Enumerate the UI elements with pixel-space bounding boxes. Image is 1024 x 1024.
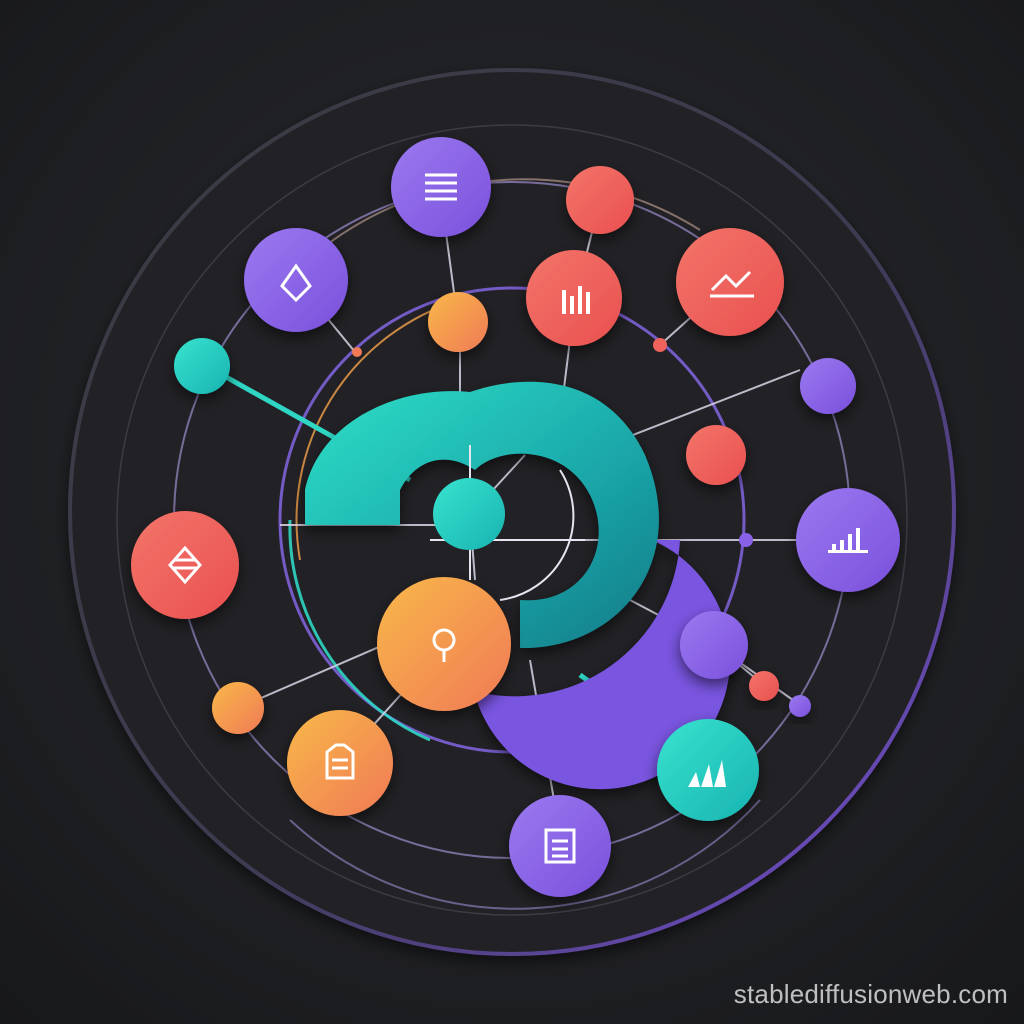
- coral-small-right-node: [686, 425, 746, 485]
- coral-small-top-node: [566, 166, 634, 234]
- purple-list-node: [391, 137, 491, 237]
- orange-document-node: [287, 710, 393, 816]
- orange-small-top-node: [428, 292, 488, 352]
- teal-center-node: [433, 478, 505, 550]
- watermark-text: stablediffusionweb.com: [733, 979, 1008, 1009]
- orbit-dot-purple: [739, 533, 753, 547]
- purple-clipboard-node: [509, 795, 611, 897]
- coral-trend-node: [676, 228, 784, 336]
- document-icon: [325, 743, 355, 780]
- bar-chart-icon: [688, 760, 726, 787]
- growth-chart-icon: [828, 528, 868, 553]
- central-swirl-logo: [305, 381, 730, 790]
- bar-chart-icon: [562, 286, 590, 314]
- diamond-list-icon: [167, 545, 203, 585]
- clipboard-icon: [544, 828, 576, 864]
- purple-mini-node: [789, 695, 811, 717]
- coral-bar-node: [526, 250, 622, 346]
- coral-diamond-list-node: [131, 511, 239, 619]
- purple-small-lower-node: [680, 611, 748, 679]
- teal-bar-node: [657, 719, 759, 821]
- purple-diamond-node: [244, 228, 348, 332]
- orange-small-lower-node: [212, 682, 264, 734]
- orange-search-node: [377, 577, 511, 711]
- orbit-dot-coral: [653, 338, 667, 352]
- diamond-icon: [280, 263, 312, 303]
- purple-growth-node: [796, 488, 900, 592]
- purple-small-right-node: [800, 358, 856, 414]
- list-icon: [425, 173, 457, 201]
- trend-chart-icon: [710, 270, 754, 298]
- search-icon: [432, 628, 456, 662]
- orbit-dot-orange: [352, 347, 362, 357]
- teal-left-node: [174, 338, 230, 394]
- coral-mini-node: [749, 671, 779, 701]
